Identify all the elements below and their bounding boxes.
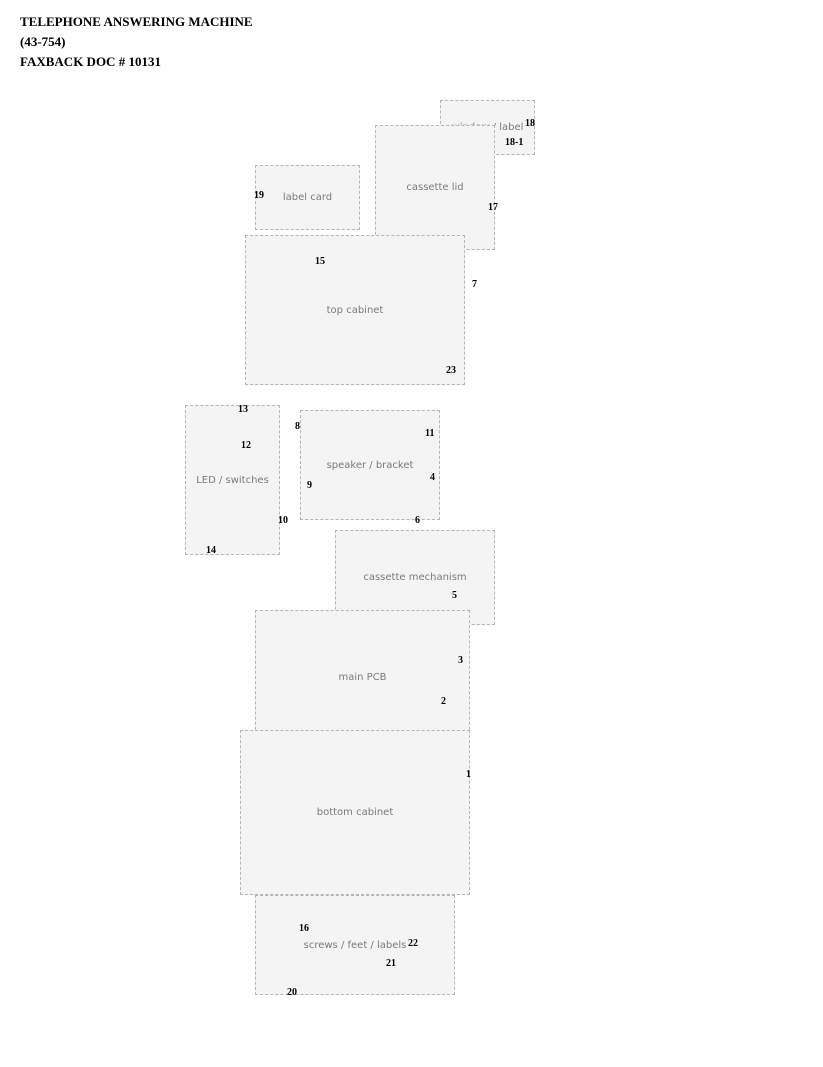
callout-9: 9 — [307, 480, 312, 491]
callout-2: 2 — [441, 696, 446, 707]
callout-7: 7 — [472, 279, 477, 290]
callout-15: 15 — [315, 256, 325, 267]
callout-22: 22 — [408, 938, 418, 949]
screws-feet-and-labels-placeholder: screws / feet / labels — [255, 895, 455, 995]
callout-19: 19 — [254, 190, 264, 201]
callout-14: 14 — [206, 545, 216, 556]
callout-12: 12 — [241, 440, 251, 451]
callout-18-1: 18-1 — [505, 137, 524, 148]
faxback-doc-number: FAXBACK DOC # 10131 — [20, 54, 161, 69]
top-cabinet-placeholder: top cabinet — [245, 235, 465, 385]
callout-4: 4 — [430, 472, 435, 483]
speaker-and-bracket-placeholder: speaker / bracket — [300, 410, 440, 520]
callout-5: 5 — [452, 590, 457, 601]
callout-18: 18 — [525, 118, 535, 129]
callout-23: 23 — [446, 365, 456, 376]
document-header: TELEPHONE ANSWERING MACHINE (43-754) FAX… — [20, 12, 253, 72]
callout-11: 11 — [425, 428, 435, 439]
callout-6: 6 — [415, 515, 420, 526]
callout-10: 10 — [278, 515, 288, 526]
cassette-label-card-placeholder: label card — [255, 165, 360, 230]
callout-21: 21 — [386, 958, 396, 969]
callout-13: 13 — [238, 404, 248, 415]
callout-20: 20 — [287, 987, 297, 998]
main-pcb-placeholder: main PCB — [255, 610, 470, 745]
callout-17: 17 — [488, 202, 498, 213]
callout-1: 1 — [466, 769, 471, 780]
bottom-cabinet-placeholder: bottom cabinet — [240, 730, 470, 895]
model-number: (43-754) — [20, 34, 66, 49]
led-and-switch-assembly-placeholder: LED / switches — [185, 405, 280, 555]
callout-8: 8 — [295, 421, 300, 432]
document-title: TELEPHONE ANSWERING MACHINE — [20, 14, 253, 29]
cassette-lid-placeholder: cassette lid — [375, 125, 495, 250]
callout-3: 3 — [458, 655, 463, 666]
callout-16: 16 — [299, 923, 309, 934]
